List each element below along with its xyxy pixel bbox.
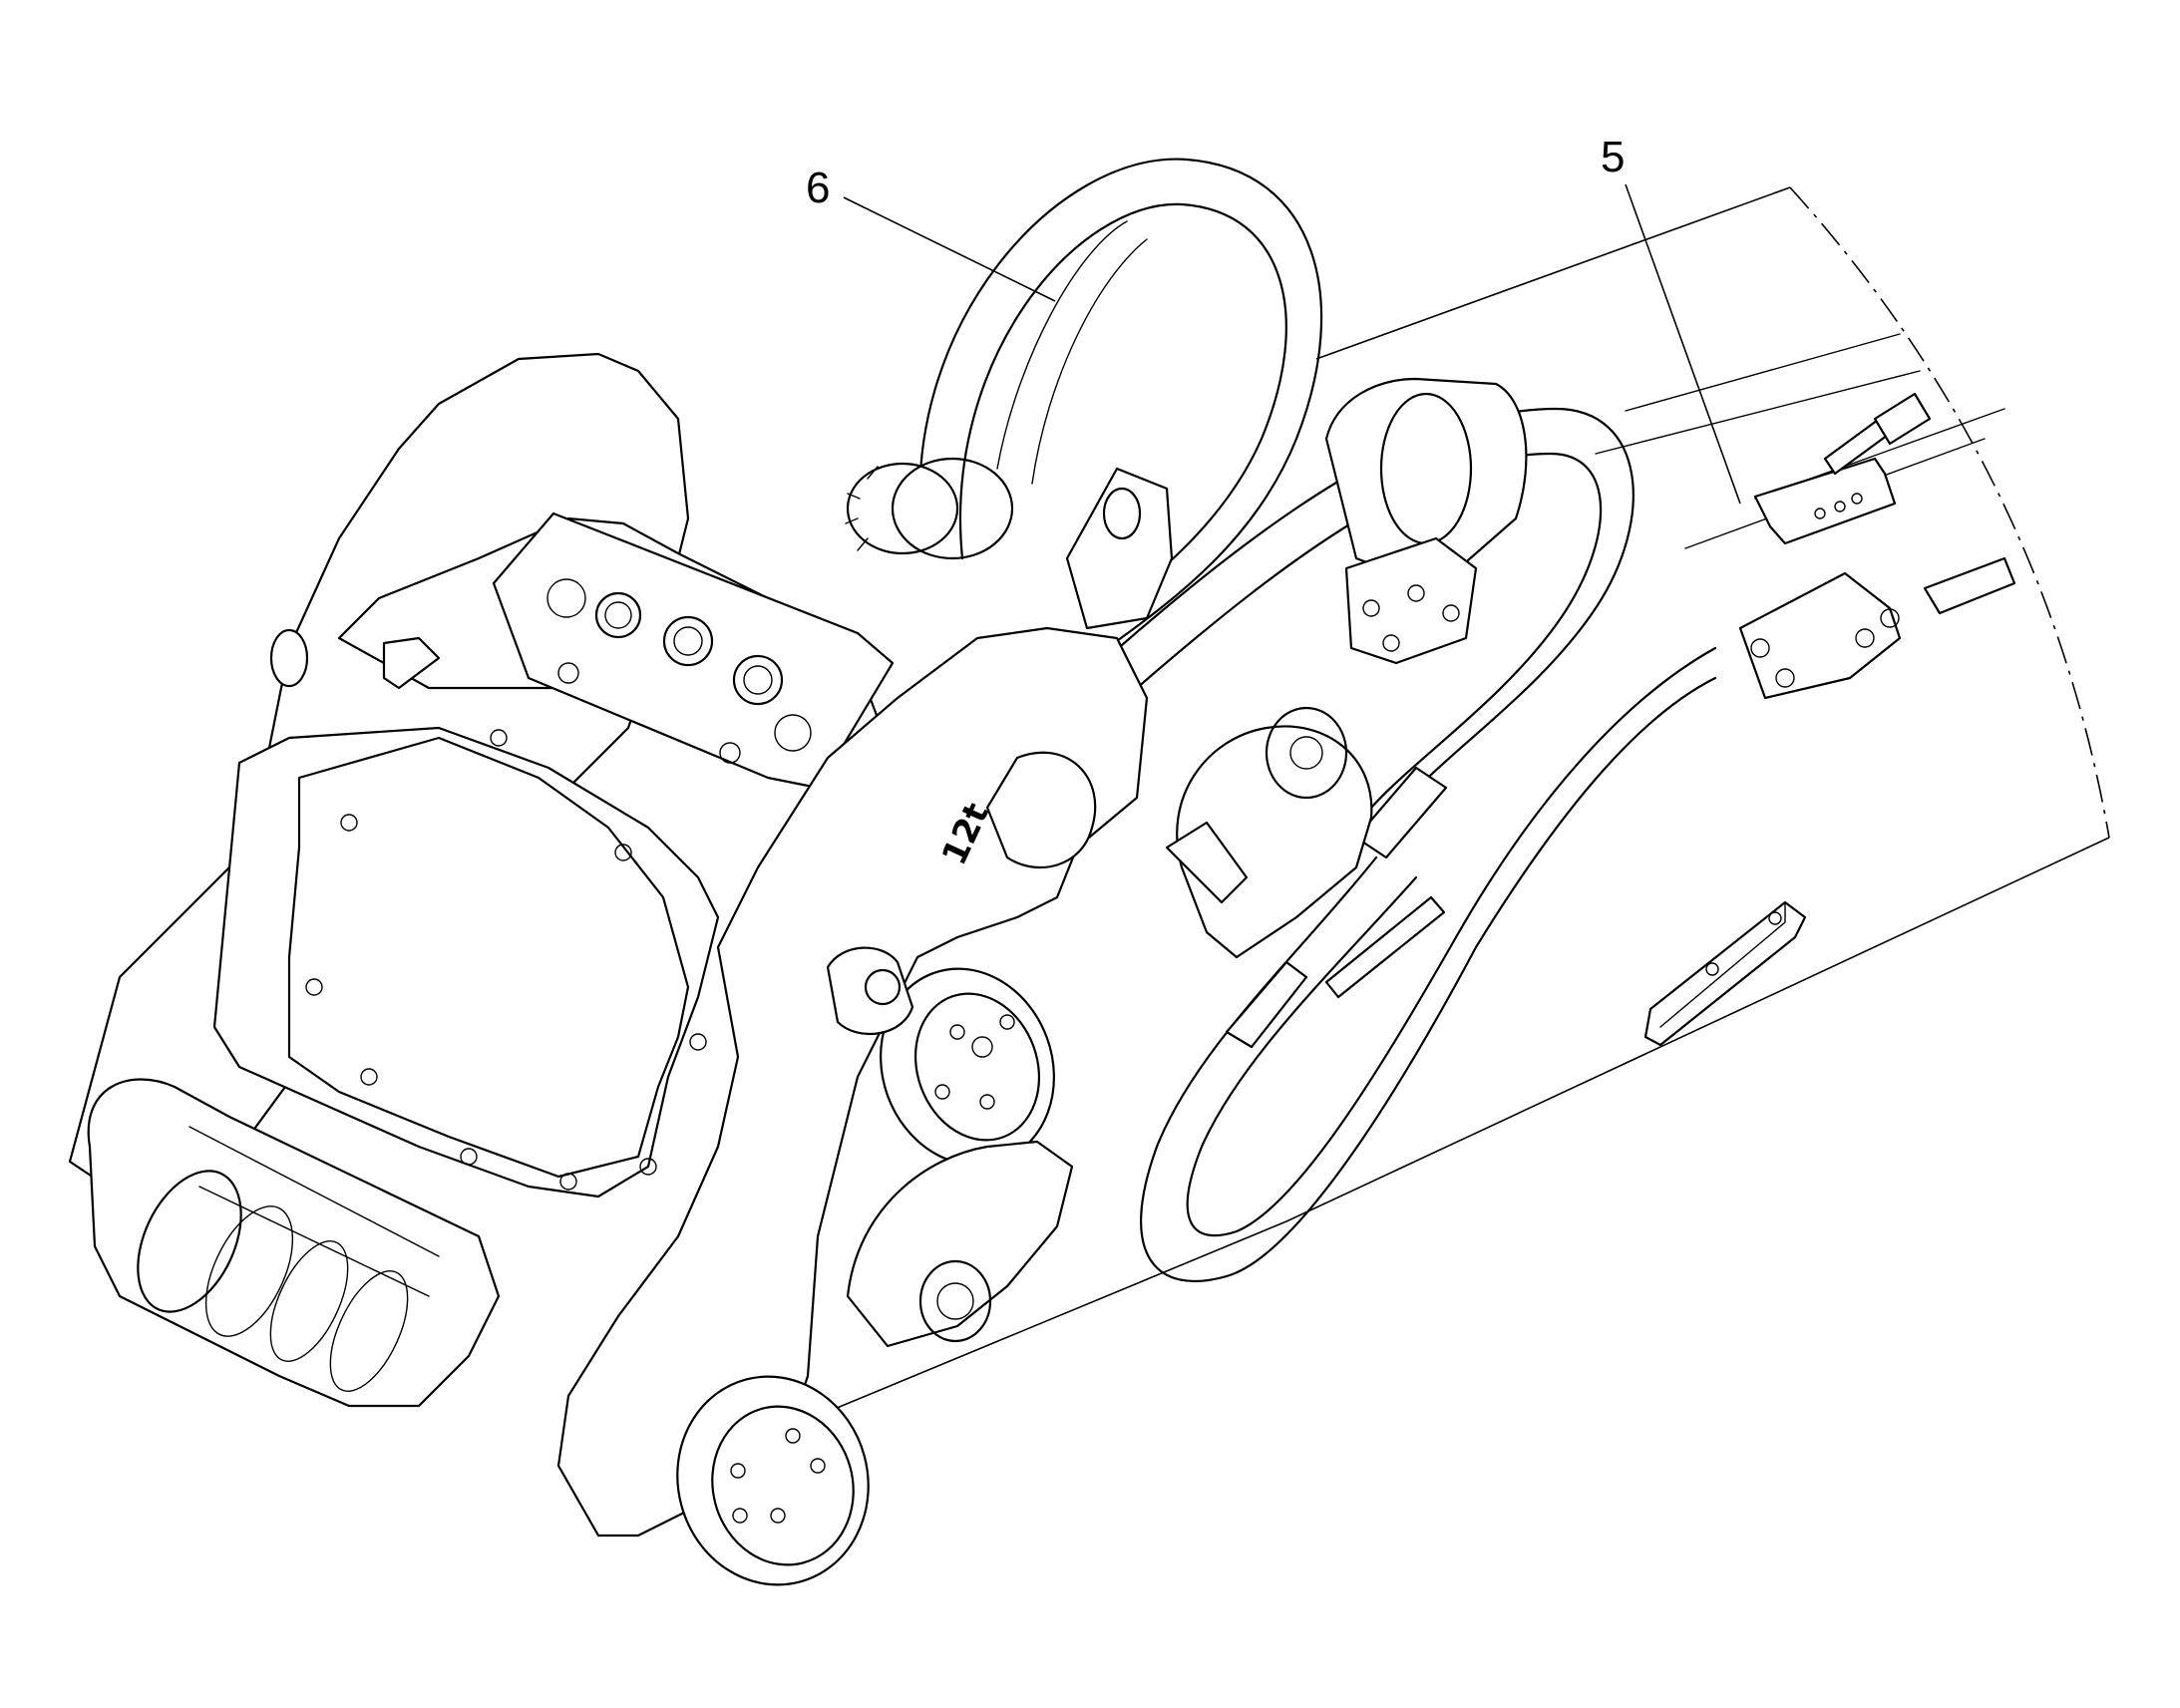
callout-6: 6: [806, 164, 1056, 302]
valve-block: [1344, 536, 1478, 665]
cover-plate: [287, 736, 690, 1179]
callout-label-5: 5: [1601, 133, 1625, 181]
port-block: [492, 512, 895, 790]
latch-arm: [846, 1140, 1074, 1348]
lift-eye: [1065, 467, 1174, 630]
arm-section: [817, 186, 2110, 1417]
pin-boss-middle: [880, 967, 1055, 1167]
loose-bar-piece: [1643, 900, 1807, 1047]
quick-coupler-frame: 12t: [68, 352, 1528, 1586]
pin-boss-lower: [676, 1375, 870, 1586]
hydraulic-hose-2: [1105, 407, 1635, 820]
hydraulic-hose-6: [918, 158, 1323, 650]
hydraulic-cylinder: [1324, 377, 1528, 590]
rear-gear: [845, 457, 1014, 560]
callout-label-6: 6: [806, 164, 830, 212]
hydraulic-hose-5: [1140, 646, 1717, 1282]
callout-5: 5: [1601, 133, 1741, 505]
